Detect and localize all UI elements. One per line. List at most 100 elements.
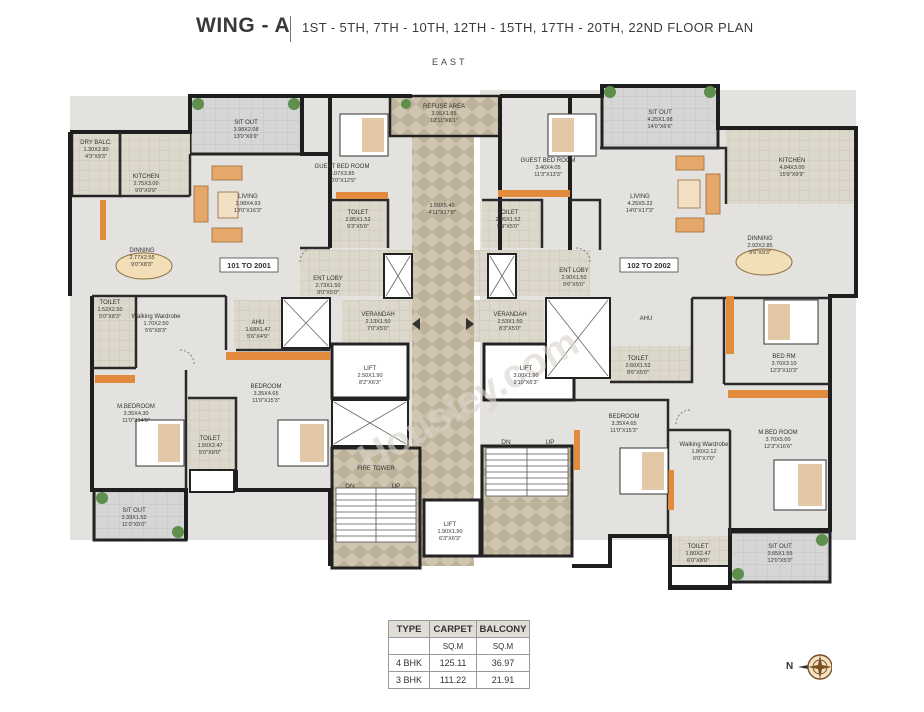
lift-cross-left [283,299,329,347]
room-mbed-r-imperial: 12'3"X16'6" [764,444,792,450]
room-sit-out-tl-name: SIT OUT [234,120,258,126]
stair-up-left: UP [391,483,400,490]
room-lift-1-size: 2.50X1.90 [357,373,382,379]
room-guest-l-name: GUEST BED ROOM [315,164,370,170]
door-swing-lines [179,247,691,425]
wing-title: WING - A [196,14,291,37]
floor-range-subtitle: 1ST - 5TH, 7TH - 10TH, 12TH - 15TH, 17TH… [302,20,754,35]
plan-header: WING - A 1ST - 5TH, 7TH - 10TH, 12TH - 1… [0,14,924,44]
room-sit-out-br-size: 3.65X1.55 [767,551,792,557]
room-mbed-l-imperial: 11'0"X14'0" [122,418,150,424]
room-fire-name: FIRE TOWER [357,466,395,472]
room-kitchen-r-name: KITCHEN [779,158,805,164]
north-label: N [786,661,794,672]
room-kitchen-l-imperial: 9'0"X9'9" [135,188,157,194]
room-walking-l-name: Walking Wardrobe [132,314,182,320]
area-table-header: TYPE [388,620,430,638]
stair-treads-right [485,447,569,497]
bed-icon [619,447,669,495]
dining-table-icon [115,252,173,280]
area-table-header-row: TYPE CARPET BALCONY [388,620,530,638]
table-cell: 125.11 [429,654,477,672]
room-verandah-r-size: 2.53X1.50 [497,319,522,325]
room-living-r-imperial: 14'0"X17'3" [626,208,654,214]
room-guest-r-name: GUEST BED ROOM [521,158,576,164]
room-sit-out-tl-size: 3.98X2.08 [233,127,258,133]
room-lift-2-size: 3.00X1.90 [513,373,538,379]
shaft-small-bl [189,469,235,493]
room-bed-l-size: 3.35X4.65 [253,391,278,397]
room-kitchen-l-name: KITCHEN [133,174,159,180]
bed-icon [763,299,819,345]
room-toilet-br-imperial: 6'0"X8'0" [687,558,709,564]
room-bed-rm-size: 3.70X3.10 [771,361,796,367]
unit-tag-left: 101 TO 2001 [227,261,271,270]
room-bed-l-name: BEDROOM [250,384,281,390]
room-ent-l-imperial: 9'0"X5'0" [317,290,339,296]
room-ent-r-size: 2.90X1.50 [561,275,586,281]
room-bed-rm-name: BED RM [772,354,795,360]
unit-tag-left-box [219,257,279,273]
verandah-right [474,300,544,342]
title-divider [290,16,291,42]
toilet-bedroom-left [188,398,236,470]
room-toilet-cr-name: TOILET [628,356,649,362]
table-cell: 36.97 [476,654,530,672]
room-sit-out-br-imperial: 12'0"X5'0" [768,558,793,564]
room-walking-r-size: 1.80X2.12 [691,449,716,455]
room-living-l-imperial: 13'0"X16'3" [234,208,262,214]
room-dining-l-imperial: 9'0"X8'3" [131,262,153,268]
room-toilet-cr-imperial: 8'6"X5'0" [627,370,649,376]
room-duct-imperial: 4'11"X17'8" [428,210,456,216]
room-bed-l-imperial: 11'0"X15'3" [252,398,280,404]
room-ahu-size: 1.68X1.47 [245,327,270,333]
lift-shaft-bottom [422,498,482,558]
bed-icon [135,419,185,467]
ahu-left [234,300,282,348]
verandah-left [342,300,412,342]
room-ent-l-name: ENT LOBY [313,276,343,282]
room-verandah-r-name: VERANDAH [493,312,526,318]
lift-cross-right [547,299,609,377]
room-dry-balc-name: DRY BALC. [80,140,112,146]
lift-shaft-left [330,342,410,400]
unit-tag-right-box [619,257,679,273]
room-lift-3-name: LIFT [444,522,457,528]
room-sit-out-tl-imperial: 13'0"X6'9" [234,134,259,140]
room-toilet-bl-name: TOILET [200,436,221,442]
room-sit-out-br-name: SIT OUT [768,544,792,550]
bed-icon [277,419,329,467]
room-verandah-l-size: 2.13X1.50 [365,319,390,325]
room-bed-r-size: 3.35X4.65 [611,421,636,427]
room-dining-l-name: DINNING [129,248,155,254]
room-ent-r-imperial: 9'6"X5'0" [563,282,585,288]
room-refuse-size: 3.95X1.85 [431,111,456,117]
room-sit-out-bl-imperial: 11'0"X5'0" [122,522,147,528]
room-toilet-wl-imperial: 5'0"X8'3" [99,314,121,320]
area-table-unit: SQ.M [429,637,477,655]
room-lift-1-name: LIFT [364,366,377,372]
room-verandah-l-imperial: 7'0"X5'0" [367,326,389,332]
stair-dn-right: DN [501,439,511,446]
room-living-l-name: LIVING [238,194,258,200]
room-walking-r-name: Walking Wardrobe [680,442,730,448]
room-toilet-gl-imperial: 9'3"X5'0" [347,224,369,230]
room-walking-l-size: 1.70X2.50 [143,321,168,327]
room-ahu-r-name: AHU [640,316,653,322]
room-living-l-size: 3.98X4.93 [235,201,260,207]
room-toilet-gr-name: TOILET [498,210,519,216]
room-toilet-wl-name: TOILET [100,300,121,306]
room-kitchen-l-size: 2.75X3.00 [133,181,158,187]
room-mbed-r-size: 3.70X5.00 [765,437,790,443]
room-guest-l-imperial: 10'0"X12'9" [328,178,356,184]
dining-table-icon [735,248,793,276]
room-bed-r-name: BEDROOM [608,414,639,420]
room-lift-3-imperial: 6'3"X6'3" [439,536,461,542]
toilet-guest-right [482,200,542,248]
room-dining-r-size: 2.92X2.85 [747,243,772,249]
area-table: TYPE CARPET BALCONY SQ.M SQ.M 4 BHK 125.… [388,620,530,689]
toilet-center-right [610,346,692,382]
room-toilet-br-size: 1.80X2.47 [685,551,710,557]
room-sit-out-bl-size: 3.39X1.52 [121,515,146,521]
